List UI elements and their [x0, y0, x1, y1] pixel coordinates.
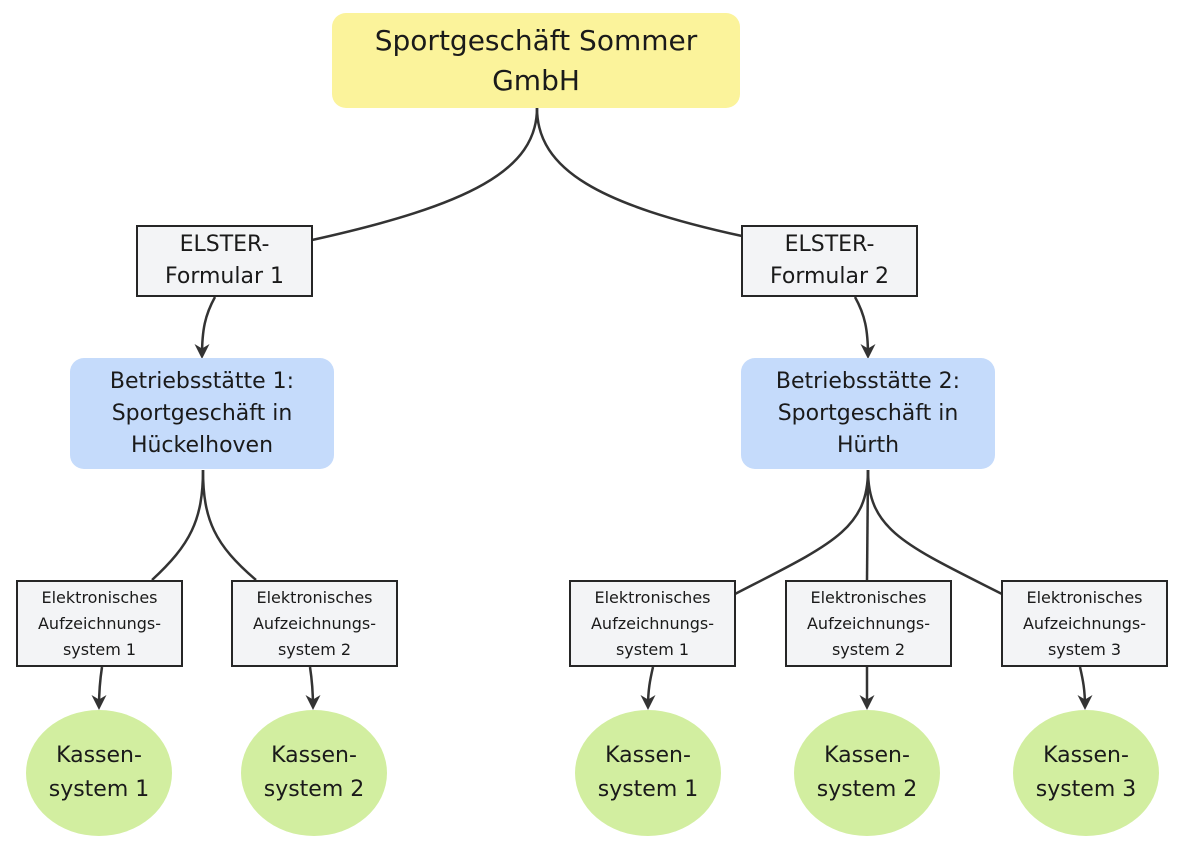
root-node-company: Sportgeschäft Sommer GmbH — [332, 13, 740, 108]
kasse-label: Kassen- — [271, 743, 357, 768]
kasse-label: system 1 — [597, 777, 699, 802]
kasse-label: system 2 — [263, 777, 365, 802]
site-label: Hückelhoven — [130, 432, 274, 458]
eas-label: Elektronisches — [256, 587, 373, 607]
site-node-2: Betriebsstätte 2: Sportgeschäft in Hürth — [741, 358, 995, 469]
eas-label: Elektronisches — [41, 587, 158, 607]
eas-label: Aufzeichnungs- — [37, 613, 162, 633]
edge-eas2-kasse2 — [305, 666, 321, 710]
site-label: Sportgeschäft in — [111, 400, 293, 426]
kasse-node-b2-2: Kassen- system 2 — [794, 710, 940, 836]
eas-label: system 3 — [1047, 639, 1122, 659]
edge-site1-eas2 — [201, 469, 257, 581]
kasse-label: system 1 — [48, 777, 150, 802]
eas-label: Elektronisches — [594, 587, 711, 607]
eas-label: system 2 — [831, 639, 906, 659]
kasse-node-b1-1: Kassen- system 1 — [26, 710, 172, 836]
eas-node-b1-1: Elektronisches Aufzeichnungs- system 1 — [16, 580, 183, 667]
eas-label: Aufzeichnungs- — [806, 613, 931, 633]
edge-eas1-kasse1 — [91, 666, 107, 710]
edge-site2-eas3 — [866, 469, 1003, 596]
eas-label: Aufzeichnungs- — [252, 613, 377, 633]
kasse-node-b1-2: Kassen- system 2 — [241, 710, 387, 836]
edge-root-form1 — [311, 107, 539, 242]
kasse-node-b2-3: Kassen- system 3 — [1013, 710, 1159, 836]
site-label: Betriebsstätte 1: — [109, 368, 295, 394]
elster-form-2: ELSTER- Formular 2 — [741, 225, 918, 297]
edge-root-form2 — [535, 107, 743, 238]
eas-label: system 2 — [277, 639, 352, 659]
eas-label: Aufzeichnungs- — [1022, 613, 1147, 633]
eas-node-b2-3: Elektronisches Aufzeichnungs- system 3 — [1001, 580, 1168, 667]
form-label: Formular 2 — [770, 264, 889, 289]
form-label: Formular 1 — [165, 264, 284, 289]
eas-label: Aufzeichnungs- — [590, 613, 715, 633]
form-label: ELSTER- — [784, 232, 875, 257]
eas-label: system 1 — [615, 639, 690, 659]
root-label-line1: Sportgeschäft Sommer — [374, 23, 698, 57]
kasse-label: Kassen- — [824, 743, 910, 768]
kasse-label: Kassen- — [1043, 743, 1129, 768]
edge-form1-site1 — [194, 296, 217, 359]
site-label: Betriebsstätte 2: — [775, 368, 961, 394]
kasse-label: Kassen- — [605, 743, 691, 768]
edge-site1-eas1 — [151, 469, 205, 581]
site-node-1: Betriebsstätte 1: Sportgeschäft in Hücke… — [70, 358, 334, 469]
eas-label: system 1 — [62, 639, 137, 659]
elster-form-1: ELSTER- Formular 1 — [136, 225, 313, 297]
form-label: ELSTER- — [179, 232, 270, 257]
eas-label: Elektronisches — [1026, 587, 1143, 607]
edge-site2-eas2 — [865, 469, 870, 581]
kasse-label: Kassen- — [56, 743, 142, 768]
eas-label: Elektronisches — [810, 587, 927, 607]
edge-h-eas1-kasse1 — [640, 666, 656, 710]
kasse-node-b2-1: Kassen- system 1 — [575, 710, 721, 836]
site-label: Hürth — [836, 432, 900, 458]
edge-h-eas3-kasse3 — [1077, 666, 1093, 710]
site-label: Sportgeschäft in — [777, 400, 959, 426]
kasse-label: system 2 — [816, 777, 918, 802]
eas-node-b2-1: Elektronisches Aufzeichnungs- system 1 — [569, 580, 736, 667]
eas-node-b1-2: Elektronisches Aufzeichnungs- system 2 — [231, 580, 398, 667]
edge-form2-site2 — [853, 296, 876, 359]
edge-site2-eas1 — [734, 469, 870, 596]
root-label-line2: GmbH — [492, 63, 580, 97]
kasse-label: system 3 — [1035, 777, 1137, 802]
eas-node-b2-2: Elektronisches Aufzeichnungs- system 2 — [785, 580, 952, 667]
